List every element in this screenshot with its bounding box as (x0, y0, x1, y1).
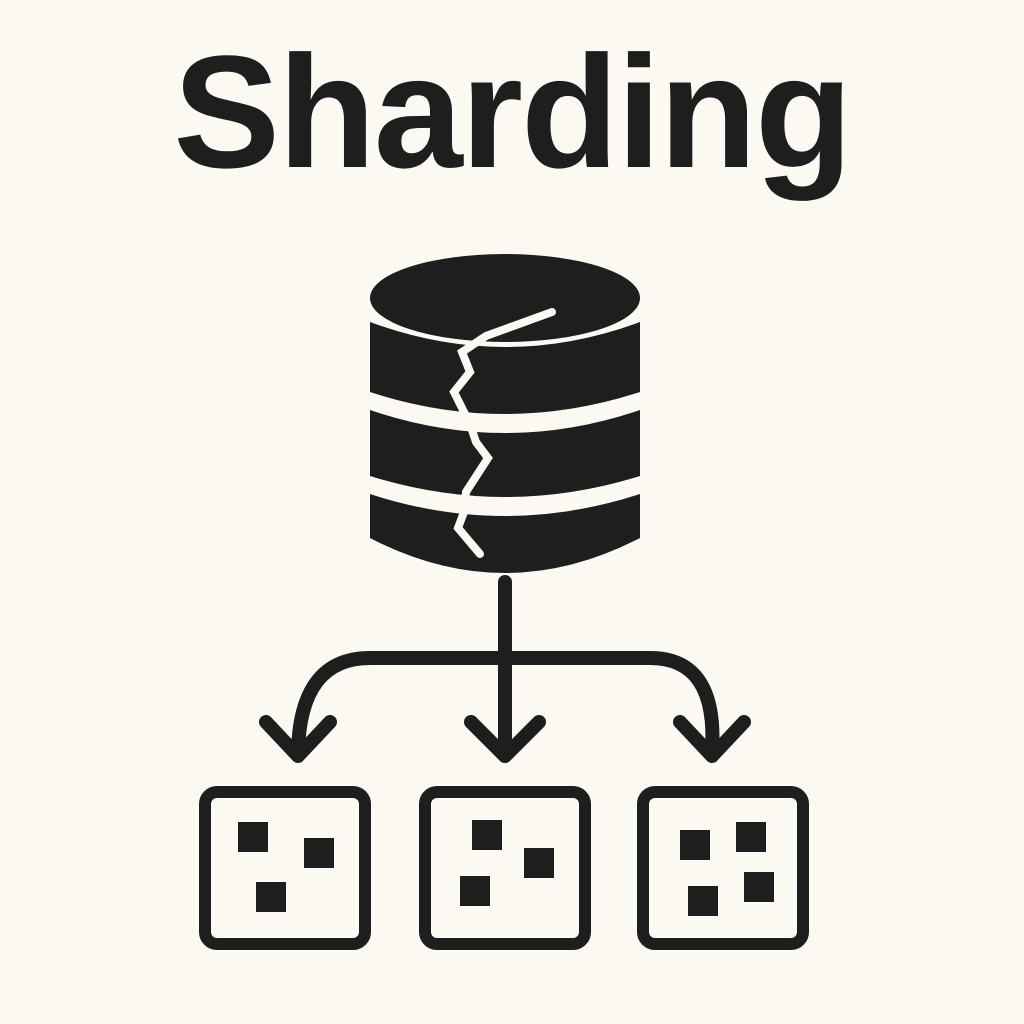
diagram-title: Sharding (173, 22, 852, 201)
shard-grid-icon (637, 786, 809, 950)
arrow-right-icon (643, 651, 720, 759)
shard-grid-icon (419, 786, 591, 950)
shard-grid-icon (199, 786, 371, 950)
arrow-left-icon (291, 651, 377, 759)
distribution-arrows (259, 575, 751, 763)
cracked-database-icon (370, 254, 640, 573)
